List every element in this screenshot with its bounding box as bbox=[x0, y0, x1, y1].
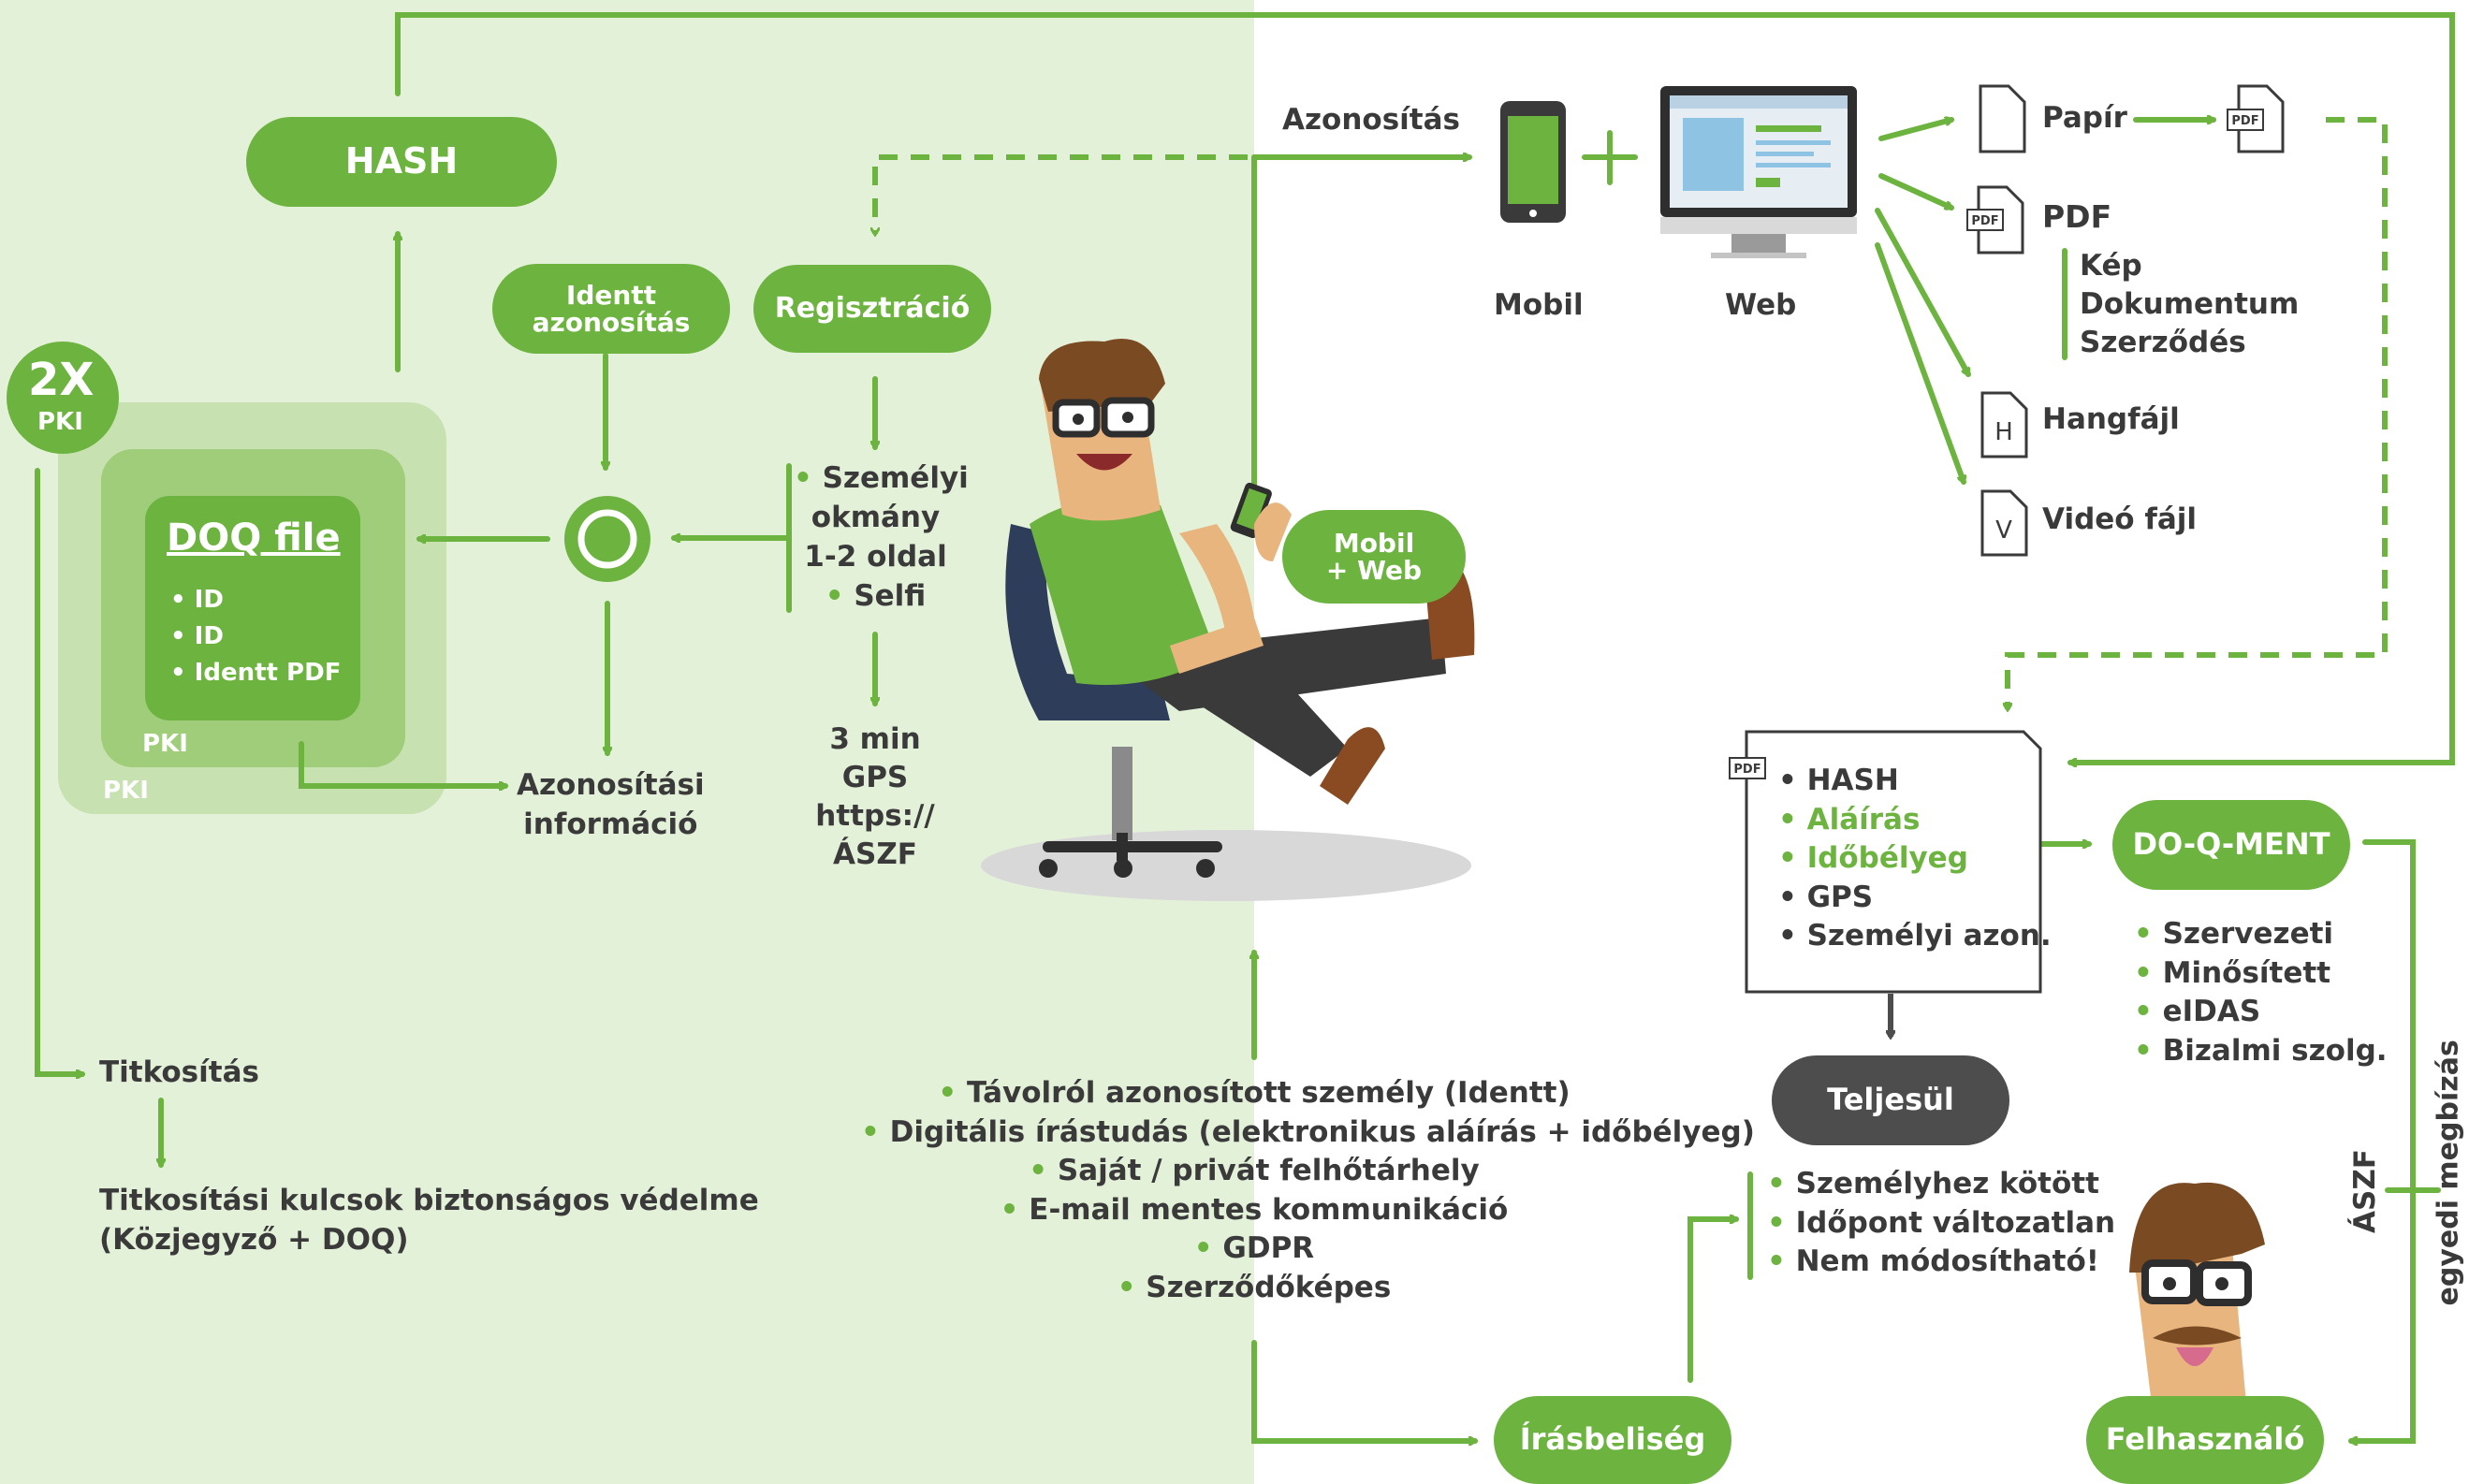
pdf-badge-small: PDF bbox=[2231, 114, 2258, 128]
teljesul-pill[interactable]: Teljesül bbox=[1772, 1055, 2009, 1145]
pki-outer-label: PKI bbox=[103, 777, 149, 805]
encryption-desc-1: Titkosítási kulcsok biztonságos védelme bbox=[99, 1184, 759, 1217]
features-list: Távolról azonosított személy (Identt) Di… bbox=[861, 1074, 1755, 1308]
doc-box-items: • HASH • Aláírás • Időbélyeg • GPS • Sze… bbox=[1778, 762, 2052, 956]
pdf-type-2: Dokumentum bbox=[2080, 287, 2300, 321]
identt-auth-label: Identt azonosítás bbox=[532, 279, 691, 338]
feature-2: Digitális írástudás (elektronikus aláírá… bbox=[861, 1113, 1755, 1153]
mobil-web-line-1: Mobil bbox=[1333, 527, 1415, 559]
doqment-item-3: eIDAS bbox=[2134, 993, 2388, 1032]
hash-pill[interactable]: HASH bbox=[246, 117, 557, 207]
pki-2x-sublabel: PKI bbox=[37, 408, 83, 436]
result-props: Személyhez kötött Időpont változatlan Ne… bbox=[1767, 1165, 2115, 1282]
result-prop-2: Időpont változatlan bbox=[1767, 1204, 2115, 1244]
doc-box-item: • HASH bbox=[1778, 764, 1899, 797]
video-label: Videó fájl bbox=[2042, 502, 2198, 536]
pdf-badge: PDF bbox=[1971, 214, 1998, 228]
doq-file-title: DOQ file bbox=[167, 516, 341, 560]
phone-icon bbox=[1500, 101, 1566, 223]
id-info-line-2: információ bbox=[523, 807, 698, 841]
id-info-line-1: Azonosítási bbox=[517, 768, 705, 802]
registration-pill[interactable]: Regisztráció bbox=[753, 265, 991, 353]
reg-step-1: Személyi bbox=[794, 458, 969, 498]
pdf-types: Kép Dokumentum Szerződés bbox=[2080, 247, 2299, 362]
pdf-label: PDF bbox=[2042, 198, 2112, 235]
monitor-icon bbox=[1660, 86, 1857, 258]
doc-box-item: • Időbélyeg bbox=[1778, 841, 1968, 875]
reg-extra-2: GPS bbox=[841, 761, 909, 794]
mobil-web-pill[interactable]: Mobil + Web bbox=[1282, 510, 1466, 604]
doqment-item-4: Bizalmi szolg. bbox=[2134, 1032, 2388, 1071]
reg-extra-4: ÁSZF bbox=[833, 837, 917, 871]
reg-extra-1: 3 min bbox=[829, 722, 921, 756]
doc-box-item: • Aláírás bbox=[1778, 802, 1921, 837]
felhasznalo-pill[interactable]: Felhasználó bbox=[2086, 1396, 2324, 1484]
user-illustration bbox=[2129, 1182, 2265, 1413]
result-prop-3: Nem módosítható! bbox=[1767, 1243, 2115, 1282]
pki-inner-label: PKI bbox=[142, 730, 188, 758]
doq-item-3: • Identt PDF bbox=[170, 659, 342, 687]
audio-file-icon bbox=[1980, 391, 2028, 458]
identt-auth-pill[interactable]: Identt azonosítás bbox=[492, 264, 730, 354]
pdf-type-3: Szerződés bbox=[2080, 326, 2246, 359]
reg-extra-3: https:// bbox=[815, 799, 935, 833]
pdf-badge-box: PDF bbox=[1733, 763, 1760, 777]
doq-file-box bbox=[145, 496, 360, 720]
mobil-web-line-2: + Web bbox=[1325, 555, 1423, 586]
mandate-label: egyedi megbízás bbox=[2432, 1040, 2465, 1306]
doc-box-item: • GPS bbox=[1778, 880, 1874, 914]
result-prop-1: Személyhez kötött bbox=[1767, 1165, 2115, 1204]
doqment-item-2: Minősített bbox=[2134, 954, 2388, 994]
reg-step-2: okmány bbox=[811, 501, 941, 534]
video-letter: V bbox=[1995, 516, 2012, 545]
mobil-label: Mobil bbox=[1494, 288, 1584, 322]
video-file-icon bbox=[1980, 489, 2028, 557]
hangfajl-label: Hangfájl bbox=[2042, 402, 2180, 436]
feature-5: GDPR bbox=[861, 1229, 1647, 1269]
reg-steps: Személyi okmány 1-2 oldal Selfi bbox=[794, 458, 969, 616]
encryption-desc: Titkosítási kulcsok biztonságos védelme … bbox=[99, 1181, 759, 1259]
feature-6: Szerződőképes bbox=[861, 1269, 1647, 1308]
paper-icon bbox=[1979, 84, 2026, 153]
doc-box-item: • Személyi azon. bbox=[1778, 919, 2052, 953]
id-info-text: Azonosítási információ bbox=[517, 765, 705, 844]
irasbeliseg-pill[interactable]: Írásbeliség bbox=[1494, 1396, 1731, 1484]
aszf-label: ÁSZF bbox=[2348, 1149, 2382, 1233]
join-node bbox=[564, 496, 650, 582]
document-box bbox=[1745, 730, 2042, 994]
doqment-item-1: Szervezeti bbox=[2134, 915, 2388, 954]
encryption-title: Titkosítás bbox=[99, 1055, 259, 1089]
doqment-items: Szervezeti Minősített eIDAS Bizalmi szol… bbox=[2134, 915, 2388, 1070]
feature-4: E-mail mentes kommunikáció bbox=[861, 1191, 1647, 1230]
pki-2x-circle bbox=[7, 342, 119, 454]
pki-2x-label: 2X bbox=[28, 354, 95, 406]
auth-label: Azonosítás bbox=[1282, 103, 1460, 137]
man-illustration bbox=[1005, 339, 1475, 878]
doqment-pill[interactable]: DO-Q-MENT bbox=[2112, 800, 2350, 890]
reg-step-4: Selfi bbox=[794, 576, 957, 616]
encryption-desc-2: (Közjegyző + DOQ) bbox=[99, 1223, 409, 1257]
pdf-type-1: Kép bbox=[2080, 249, 2142, 283]
reg-extra: 3 min GPS https:// ÁSZF bbox=[805, 720, 945, 874]
doq-item-2: • ID bbox=[170, 622, 224, 650]
audio-letter: H bbox=[1994, 418, 2013, 446]
papir-label: Papír bbox=[2042, 101, 2127, 135]
feature-1: Távolról azonosított személy (Identt) bbox=[861, 1074, 1647, 1113]
reg-step-3: 1-2 oldal bbox=[804, 540, 947, 574]
doq-item-1: • ID bbox=[170, 586, 224, 614]
feature-3: Saját / privát felhőtárhely bbox=[861, 1152, 1647, 1191]
web-label: Web bbox=[1725, 288, 1797, 322]
doq-file-items: • ID • ID • Identt PDF bbox=[170, 582, 341, 691]
